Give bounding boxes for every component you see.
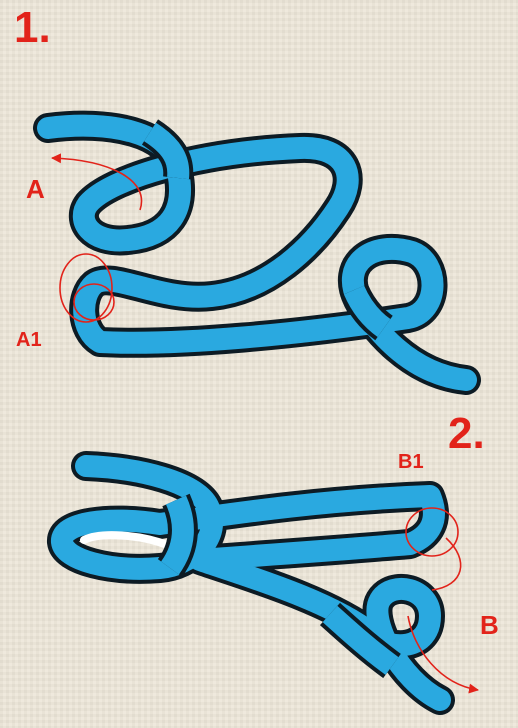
label-b1: B1 [398, 452, 424, 472]
label-a: A [26, 176, 45, 202]
rope-crossing [170, 500, 183, 568]
step-2-number: 2. [448, 412, 485, 456]
label-b: B [480, 612, 499, 638]
label-a1: A1 [16, 330, 42, 350]
step-1-number: 1. [14, 6, 51, 50]
